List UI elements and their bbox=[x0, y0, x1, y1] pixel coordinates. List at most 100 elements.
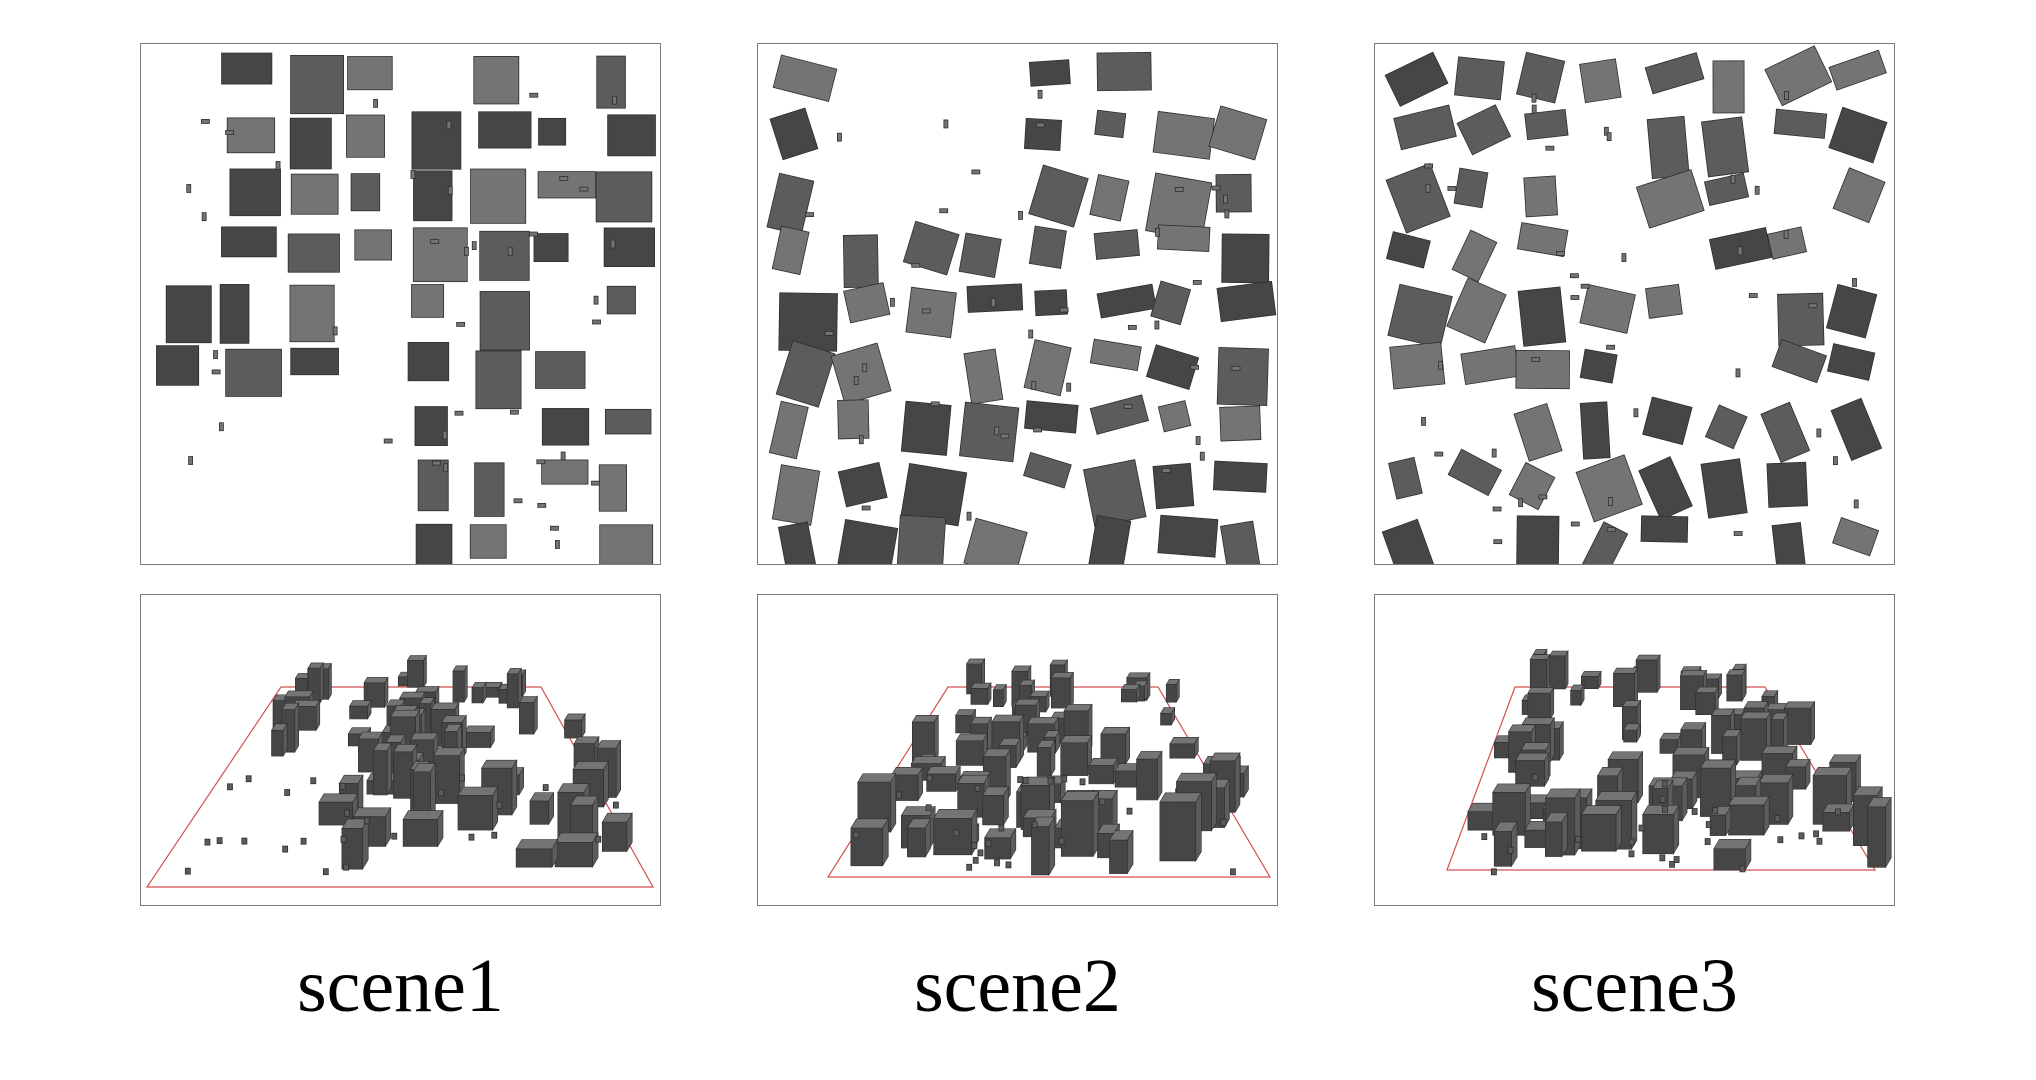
building-roof bbox=[1060, 735, 1093, 744]
building-footprint bbox=[1523, 175, 1559, 218]
building-front bbox=[554, 842, 593, 868]
small-structure bbox=[1739, 865, 1746, 873]
small-structure bbox=[896, 791, 902, 799]
building-front bbox=[1713, 848, 1746, 871]
building-footprint bbox=[1773, 108, 1828, 139]
small-structure bbox=[1659, 796, 1666, 803]
small-structure bbox=[218, 422, 224, 432]
building-footprint bbox=[1212, 460, 1268, 493]
building-side bbox=[1787, 773, 1794, 826]
building-footprint bbox=[226, 117, 276, 154]
building-footprint bbox=[541, 408, 590, 446]
building-side bbox=[384, 676, 389, 709]
small-structure bbox=[1606, 344, 1615, 350]
small-structure bbox=[1199, 451, 1205, 461]
building-front bbox=[349, 705, 368, 720]
building-footprint bbox=[1516, 51, 1566, 104]
scene1-top-view bbox=[140, 43, 661, 565]
building-footprint bbox=[1152, 462, 1195, 510]
building-front bbox=[1642, 814, 1674, 855]
small-structure bbox=[310, 777, 317, 785]
building-roof bbox=[1679, 670, 1708, 677]
building-footprint bbox=[1385, 162, 1451, 234]
building-front bbox=[1635, 659, 1658, 693]
small-structure bbox=[612, 95, 618, 105]
building-footprint bbox=[1644, 52, 1705, 95]
small-structure bbox=[227, 783, 233, 791]
small-structure bbox=[550, 525, 559, 531]
building-front bbox=[1545, 821, 1563, 857]
small-structure bbox=[468, 833, 475, 841]
small-structure bbox=[1575, 835, 1582, 843]
building-roof bbox=[1642, 805, 1680, 815]
small-structure bbox=[1037, 89, 1043, 99]
building-footprint bbox=[1516, 515, 1560, 564]
small-structure bbox=[1784, 91, 1789, 100]
building-footprint bbox=[966, 283, 1024, 313]
building-side bbox=[1195, 791, 1202, 863]
building-footprint bbox=[290, 347, 339, 376]
building-roof bbox=[955, 733, 988, 742]
building-footprint bbox=[595, 171, 653, 223]
building-roof bbox=[1812, 766, 1853, 776]
building-roof bbox=[515, 839, 559, 850]
building-footprint bbox=[604, 408, 652, 435]
building-footprint bbox=[1451, 229, 1498, 283]
building-roof bbox=[352, 807, 392, 817]
small-structure bbox=[1123, 403, 1133, 409]
building-footprint bbox=[1460, 345, 1520, 386]
small-structure bbox=[555, 540, 560, 549]
small-structure bbox=[1035, 122, 1045, 128]
building-front bbox=[1031, 826, 1050, 876]
building-side bbox=[319, 661, 324, 704]
building-footprint bbox=[1453, 167, 1489, 209]
small-structure bbox=[1154, 320, 1160, 330]
building-roof bbox=[1027, 716, 1059, 725]
building-footprint bbox=[596, 55, 626, 109]
building-front bbox=[529, 800, 549, 825]
building-front bbox=[955, 740, 984, 766]
building-footprint bbox=[1219, 405, 1262, 442]
building-front bbox=[1709, 814, 1726, 836]
building-front bbox=[506, 673, 519, 709]
building-roof bbox=[409, 732, 439, 741]
building-footprint bbox=[225, 348, 282, 397]
scene3-top-view bbox=[1374, 43, 1895, 565]
small-structure bbox=[1059, 307, 1069, 313]
small-structure bbox=[1633, 408, 1639, 418]
building-footprint bbox=[221, 52, 273, 85]
building-roof bbox=[430, 702, 460, 710]
building-footprint bbox=[287, 233, 340, 273]
building-side bbox=[294, 702, 299, 754]
building-side bbox=[1885, 796, 1892, 869]
small-structure bbox=[1022, 776, 1029, 784]
small-structure bbox=[1005, 861, 1012, 869]
small-structure bbox=[1031, 381, 1037, 390]
small-structure bbox=[1099, 798, 1106, 806]
small-structure bbox=[1230, 868, 1236, 876]
building-front bbox=[397, 676, 408, 687]
small-structure bbox=[513, 498, 523, 504]
small-structure bbox=[911, 262, 921, 268]
building-roof bbox=[1761, 745, 1798, 754]
building-footprint bbox=[1832, 517, 1880, 557]
small-structure bbox=[1735, 368, 1741, 378]
building-side bbox=[1211, 772, 1217, 832]
building-footprint bbox=[1384, 51, 1449, 107]
small-structure bbox=[1704, 838, 1711, 845]
building-footprint bbox=[1208, 105, 1268, 161]
building-footprint bbox=[289, 117, 332, 170]
small-structure bbox=[1028, 329, 1034, 339]
small-structure bbox=[1421, 417, 1426, 426]
small-structure bbox=[966, 511, 972, 521]
building-roof bbox=[1515, 752, 1550, 761]
small-structure bbox=[1798, 832, 1805, 840]
small-structure bbox=[491, 831, 498, 839]
small-structure bbox=[1673, 856, 1680, 863]
building-roof bbox=[991, 714, 1025, 723]
building-roof bbox=[1545, 788, 1581, 799]
building-footprint bbox=[599, 524, 654, 564]
scene3-label: scene3 bbox=[1531, 944, 1738, 1028]
building-footprint bbox=[1023, 451, 1072, 489]
building-front bbox=[515, 848, 553, 868]
